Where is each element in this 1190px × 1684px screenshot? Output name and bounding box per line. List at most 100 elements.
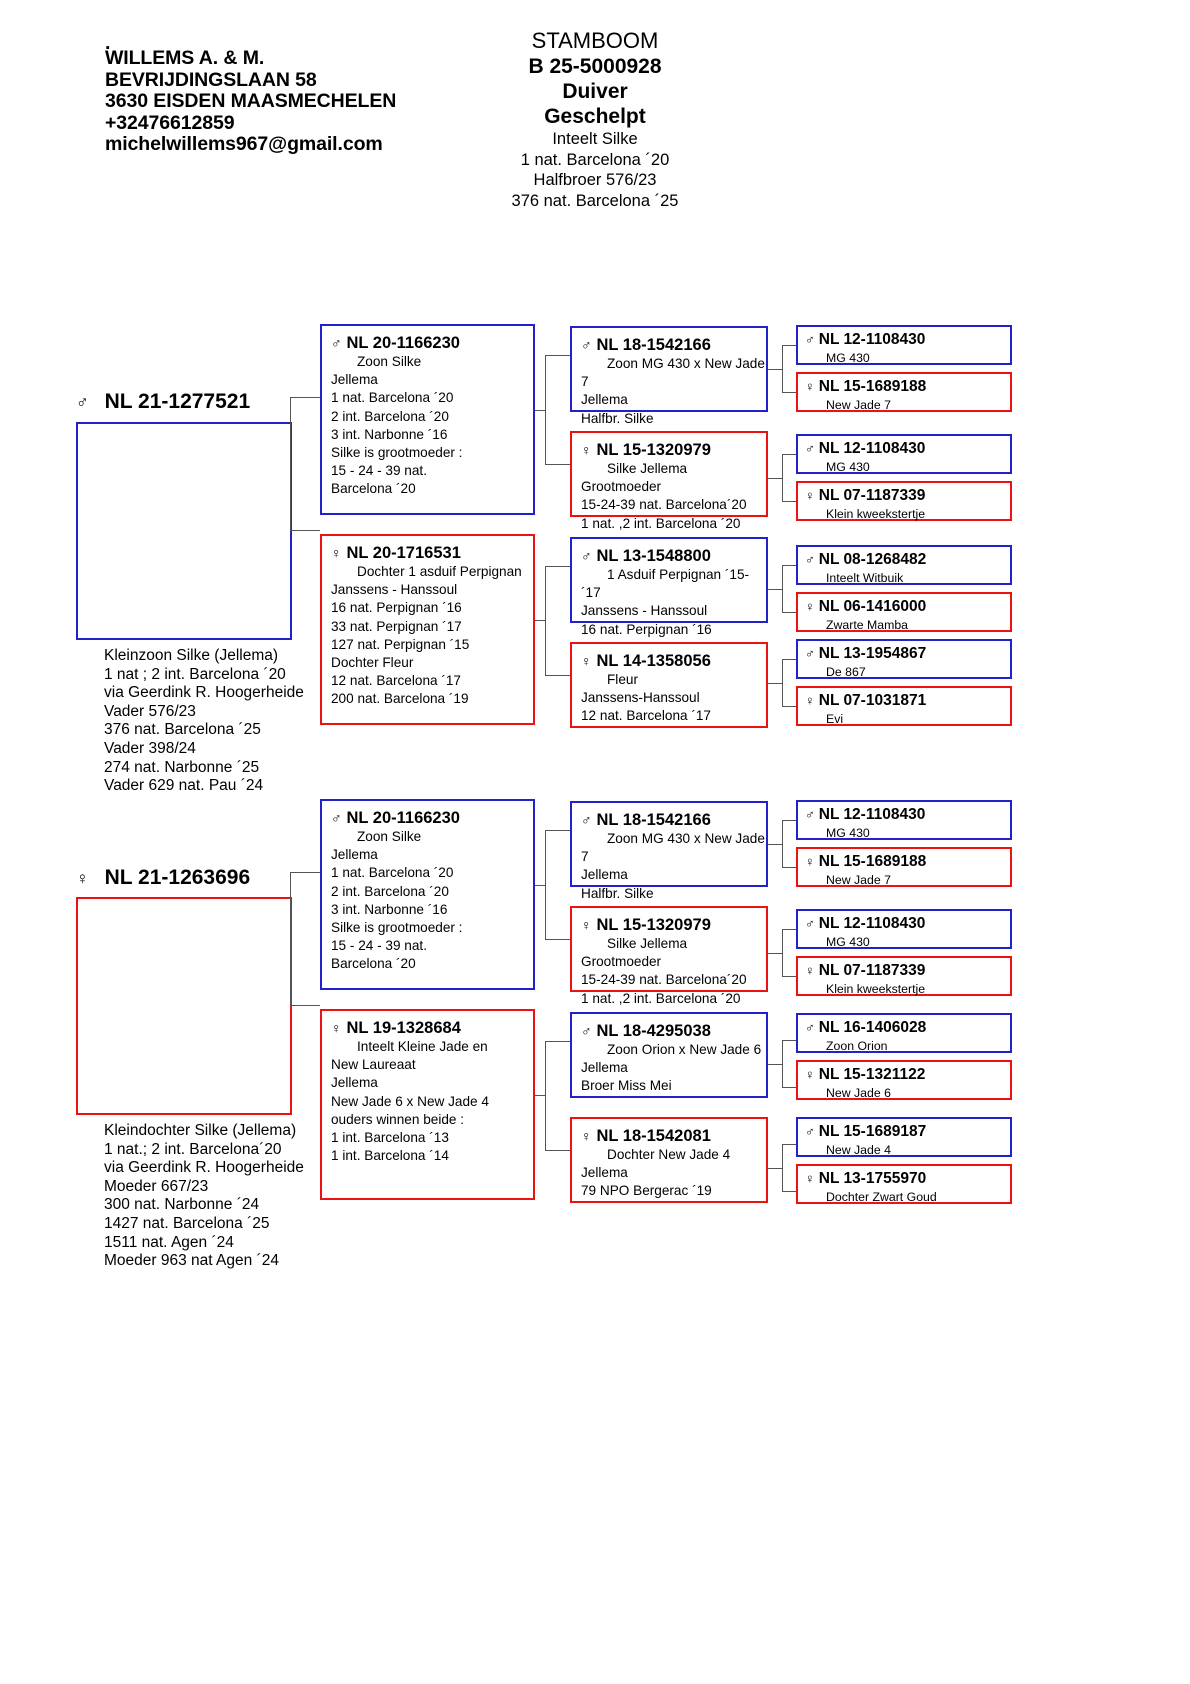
connector-vertical [782, 820, 784, 868]
connector-horizontal [545, 675, 570, 677]
female-icon: ♀ [805, 379, 815, 394]
female-icon: ♀ [76, 869, 89, 888]
female-icon: ♀ [581, 1128, 592, 1144]
card-ring: NL 18-1542166 [596, 336, 711, 354]
sire-gen3-card-6: ♀NL 06-1416000 Zwarte Mamba [796, 592, 1012, 632]
card-lines: Inteelt Witbuik [826, 571, 904, 585]
dam-gen2-card-2: ♀NL 15-1320979 Silke Jellema Grootmoeder… [570, 906, 768, 1006]
connector-horizontal [545, 830, 570, 832]
connector-horizontal [782, 1191, 796, 1193]
breeder-address-block: . WILLEMS A. & M. BEVRIJDINGSLAAN 58 363… [105, 33, 535, 156]
sire-gen2-card-1: ♂NL 18-1542166 Zoon MG 430 x New Jade 7 … [570, 326, 768, 426]
card-header: ♂NL 08-1268482 [805, 551, 1010, 569]
card-ring: NL 13-1755970 [818, 1170, 927, 1187]
sire-gen3-card-5: ♂NL 08-1268482 Inteelt Witbuik [796, 545, 1012, 585]
connector-horizontal [545, 566, 570, 568]
female-icon: ♀ [805, 1171, 815, 1186]
card-header: ♂NL 18-4295038 [581, 1022, 766, 1041]
dam-gen1-card-mother: ♀NL 19-1328684 Inteelt Kleine Jade en Ne… [320, 1009, 535, 1200]
card-lines: Silke Jellema Grootmoeder 15-24-39 nat. … [581, 936, 747, 1006]
dam-gen2-card-4: ♀NL 18-1542081 Dochter New Jade 4 Jellem… [570, 1117, 768, 1203]
card-ring: NL 18-4295038 [596, 1022, 711, 1040]
connector-horizontal [782, 929, 796, 931]
card-ring: NL 16-1406028 [818, 1019, 927, 1036]
connector-horizontal [535, 1095, 545, 1097]
card-ring: NL 13-1548800 [596, 547, 711, 565]
connector-vertical [782, 659, 784, 707]
sire-gen3-card-7: ♂NL 13-1954867 De 867 [796, 639, 1012, 679]
dam-gen2-card-3: ♂NL 18-4295038 Zoon Orion x New Jade 6 J… [570, 1012, 768, 1098]
connector-vertical [782, 929, 784, 977]
card-header: ♂NL 12-1108430 [805, 806, 1010, 824]
card-header: ♂NL 20-1166230 [331, 334, 533, 353]
dam-gen1-card-father: ♂NL 20-1166230 Zoon Silke Jellema 1 nat.… [320, 799, 535, 990]
connector-horizontal [782, 454, 796, 456]
card-lines: Zoon Orion [826, 1039, 888, 1053]
dam-gen3-card-1: ♂NL 12-1108430 MG 430 [796, 800, 1012, 840]
sire-gen3-card-4: ♀NL 07-1187339 Klein kweekstertje [796, 481, 1012, 521]
sire-gen2-card-4: ♀NL 14-1358056 Fleur Janssens-Hanssoul 1… [570, 642, 768, 728]
sire-gen3-card-8: ♀NL 07-1031871 Evi [796, 686, 1012, 726]
card-header: ♀NL 15-1320979 [581, 441, 766, 460]
card-lines: Zoon Silke Jellema 1 nat. Barcelona ´20 … [331, 354, 463, 497]
card-ring: NL 12-1108430 [818, 440, 926, 457]
connector-horizontal [768, 478, 782, 480]
female-icon: ♀ [805, 854, 815, 869]
card-ring: NL 12-1108430 [818, 331, 926, 348]
male-icon: ♂ [805, 552, 815, 567]
subject-sex-label: Duiver [562, 80, 628, 103]
male-icon: ♂ [581, 548, 592, 564]
connector-horizontal [535, 620, 545, 622]
card-header: ♀NL 15-1689188 [805, 853, 1010, 871]
card-header: ♂NL 13-1548800 [581, 547, 766, 566]
male-icon: ♂ [331, 810, 342, 826]
connector-vertical [545, 830, 547, 940]
dam-subject-ring: ♀ NL 21-1263696 [76, 866, 250, 890]
male-icon: ♂ [805, 1124, 815, 1139]
card-ring: NL 12-1108430 [818, 915, 926, 932]
sire-gen3-card-3: ♂NL 12-1108430 MG 430 [796, 434, 1012, 474]
card-header: ♀NL 07-1187339 [805, 487, 1010, 505]
connector-horizontal [768, 369, 782, 371]
dam-gen3-card-4: ♀NL 07-1187339 Klein kweekstertje [796, 956, 1012, 996]
female-icon: ♀ [581, 442, 592, 458]
card-header: ♀NL 07-1031871 [805, 692, 1010, 710]
connector-horizontal [545, 1041, 570, 1043]
connector-vertical [545, 1041, 547, 1151]
male-icon: ♂ [581, 337, 592, 353]
card-lines: Dochter New Jade 4 Jellema 79 NPO Berger… [581, 1147, 731, 1199]
dam-gen3-card-8: ♀NL 13-1755970 Dochter Zwart Goud [796, 1164, 1012, 1204]
connector-horizontal [782, 706, 796, 708]
connector-horizontal [535, 885, 545, 887]
dam-subject-photo-box [76, 897, 292, 1115]
pedigree-title-block: STAMBOOM B 25-5000928 Duiver Geschelpt I… [420, 28, 770, 211]
card-ring: NL 15-1689188 [818, 853, 927, 870]
dam-subject-caption: Kleindochter Silke (Jellema) 1 nat.; 2 i… [104, 1122, 304, 1270]
connector-horizontal [545, 1150, 570, 1152]
card-ring: NL 14-1358056 [596, 652, 711, 670]
connector-vertical [290, 872, 292, 1006]
card-header: ♂NL 18-1542166 [581, 336, 766, 355]
connector-horizontal [782, 976, 796, 978]
connector-vertical [782, 1144, 784, 1192]
connector-vertical [290, 397, 292, 531]
sire-gen2-card-2: ♀NL 15-1320979 Silke Jellema Grootmoeder… [570, 431, 768, 531]
connector-horizontal [768, 953, 782, 955]
dam-subject-ring-text: NL 21-1263696 [104, 866, 251, 889]
sire-subject-ring-text: NL 21-1277521 [104, 390, 251, 413]
connector-horizontal [782, 867, 796, 869]
dam-gen3-card-7: ♂NL 15-1689187 New Jade 4 [796, 1117, 1012, 1157]
connector-horizontal [782, 501, 796, 503]
female-icon: ♀ [805, 1067, 815, 1082]
connector-horizontal [782, 1040, 796, 1042]
card-ring: NL 18-1542166 [596, 811, 711, 829]
card-ring: NL 20-1166230 [346, 334, 460, 352]
card-lines: New Jade 7 [826, 873, 891, 887]
connector-horizontal [782, 1087, 796, 1089]
connector-horizontal [782, 820, 796, 822]
card-ring: NL 07-1187339 [818, 962, 926, 979]
card-header: ♂NL 20-1166230 [331, 809, 533, 828]
card-header: ♀NL 19-1328684 [331, 1019, 533, 1038]
card-header: ♂NL 16-1406028 [805, 1019, 1010, 1037]
card-lines: Zoon MG 430 x New Jade 7 Jellema Halfbr.… [581, 356, 765, 426]
